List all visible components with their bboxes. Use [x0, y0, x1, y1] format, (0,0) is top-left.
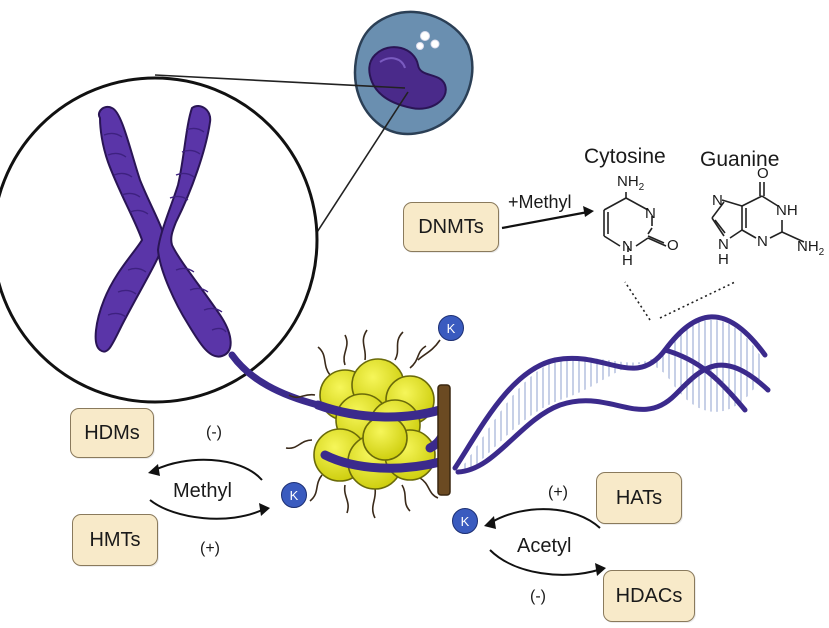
cytosine-amino-group: NH2 [617, 173, 645, 193]
lysine-badge: K [438, 315, 464, 341]
cytosine-ring-n1: N [622, 238, 633, 255]
zoom-line-top [154, 74, 406, 89]
hdac-effect-sign: (-) [530, 588, 546, 605]
cytosine-carbonyl-oxygen: O [667, 237, 679, 254]
cytosine-label: Cytosine [584, 145, 666, 168]
hdm-effect-sign: (-) [206, 424, 222, 441]
histone-tails [285, 329, 441, 519]
dna-double-helix [452, 314, 771, 475]
guanine-structure [711, 182, 805, 243]
methyl-cycle-arrows [149, 458, 263, 520]
acetyl-arrowhead-right [595, 563, 606, 576]
chromosome [94, 104, 232, 358]
guanine-label: Guanine [700, 148, 780, 171]
methyl-arrowhead-right [259, 503, 270, 516]
dnmt-arrow [501, 206, 594, 230]
methyl-arrowhead-left [148, 464, 160, 476]
hmts-box: HMTs [72, 514, 158, 566]
guanine-n3: N [757, 233, 768, 250]
hdacs-box: HDACs [603, 570, 695, 622]
acetyl-cycle-arrows [489, 508, 601, 576]
pointer-guanine [659, 281, 736, 319]
dnmts-box: DNMTs [403, 202, 499, 252]
cytosine-hydrogen: H [622, 252, 633, 269]
acetyl-cycle-label: Acetyl [517, 535, 572, 557]
guanine-n9: N [718, 236, 729, 253]
hat-effect-sign: (+) [548, 484, 568, 501]
guanine-carbonyl-oxygen: O [757, 165, 769, 182]
pointer-cytosine [624, 281, 651, 321]
guanine-amino-group: NH2 [797, 238, 825, 258]
methyl-addition-label: +Methyl [508, 192, 572, 212]
hats-box: HATs [596, 472, 682, 524]
cytosine-ring-nitrogen: N [645, 205, 656, 222]
dna-strand-left [228, 351, 322, 409]
linker-histone [437, 384, 451, 496]
cytosine-structure [603, 192, 667, 252]
hmt-effect-sign: (+) [200, 540, 220, 557]
methyl-cycle-label: Methyl [173, 480, 232, 502]
acetyl-arrowhead-left [484, 516, 496, 529]
white-blood-cell [353, 10, 474, 136]
hdms-box: HDMs [70, 408, 154, 458]
lysine-badge: K [452, 508, 478, 534]
lysine-badge: K [281, 482, 307, 508]
guanine-n1h: NH [776, 202, 798, 219]
guanine-hydrogen: H [718, 251, 729, 268]
guanine-n7: N [712, 192, 723, 209]
